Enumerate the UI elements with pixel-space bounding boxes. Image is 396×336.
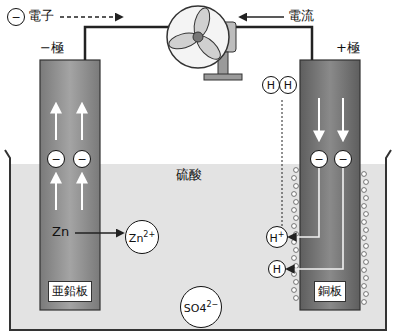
sulfuric-acid-label: 硫酸	[176, 168, 202, 182]
fan-hub	[193, 32, 203, 42]
copper-plate-node: +極銅板−−	[300, 60, 360, 310]
copper-plate	[300, 60, 360, 310]
electron: −	[73, 150, 91, 168]
sulfate-ion: SO42−	[180, 286, 222, 328]
particle-symbol: Zn	[129, 231, 144, 244]
fan-base	[204, 74, 242, 80]
hydrogen-atom: H	[268, 260, 286, 278]
particle-symbol: −	[338, 153, 347, 166]
electron-path	[289, 168, 319, 237]
particle-symbol: SO4	[184, 301, 207, 314]
electron-flow-arrows	[56, 98, 343, 210]
particle-symbol: H	[273, 263, 281, 276]
particle-symbol: −	[77, 153, 86, 166]
zinc-plate-node: −極亜鉛板−−	[40, 60, 100, 310]
hydrogen-rise-line	[282, 100, 283, 226]
particle-symbol: H	[270, 231, 278, 244]
hydrogen-bubbles	[292, 168, 369, 305]
electron: −	[334, 150, 352, 168]
charge-sign: +	[278, 230, 285, 239]
fan-guard	[167, 6, 229, 68]
electron: −	[310, 150, 328, 168]
zinc-label: Zn	[52, 225, 69, 239]
charge-sign: 2−	[206, 300, 218, 309]
charge-sign: 2+	[143, 230, 155, 239]
electron-direction-arrow	[60, 16, 122, 18]
particle-symbol: H	[284, 79, 292, 92]
plate-name: 銅板	[314, 281, 346, 302]
ionization-arrow	[75, 232, 123, 234]
current-direction-arrow	[240, 16, 284, 18]
pole-label: −極	[40, 39, 64, 57]
particle-symbol: −	[11, 11, 20, 24]
current-label: 電流	[288, 9, 314, 23]
electron: −	[47, 150, 65, 168]
pole-label: +極	[336, 39, 360, 57]
hydrogen-atom: H	[279, 76, 297, 94]
fan-blades	[167, 6, 224, 63]
hydrogen-atom: H	[262, 76, 280, 94]
electron: −	[7, 8, 25, 26]
electron-path	[287, 168, 343, 269]
zinc-plate	[40, 60, 100, 310]
electron-label: 電子	[28, 9, 54, 23]
hydrogen-ion: H+	[266, 226, 288, 248]
particle-symbol: H	[267, 79, 275, 92]
particle-symbol: −	[51, 153, 60, 166]
plate-name: 亜鉛板	[48, 281, 92, 302]
particle-symbol: −	[314, 153, 323, 166]
zinc-ion: Zn2+	[125, 220, 159, 254]
